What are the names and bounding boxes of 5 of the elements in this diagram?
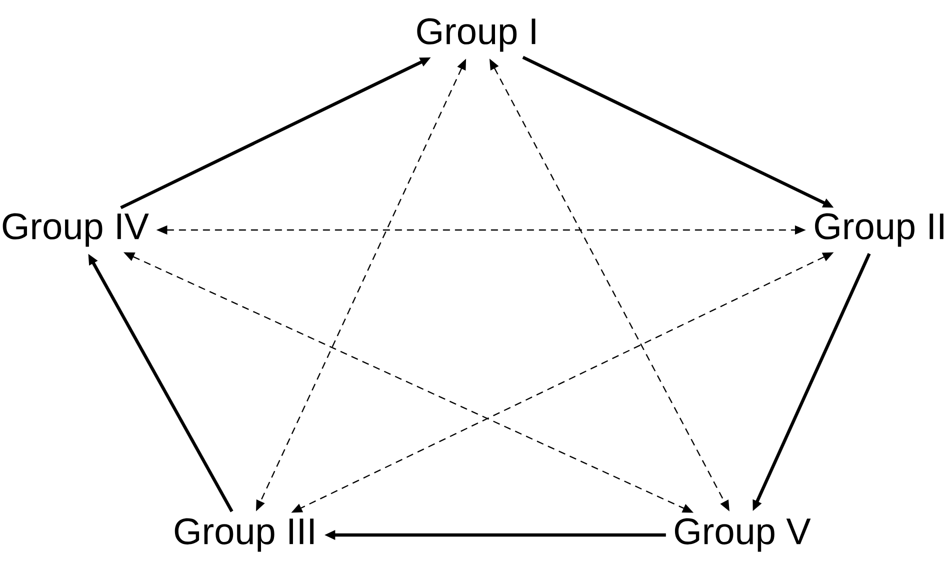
group-label: Group I	[417, 18, 536, 52]
group-label: Group V	[674, 518, 811, 552]
group-label: Group IV	[2, 213, 149, 247]
group-label: Group II	[815, 213, 944, 247]
group-label: Group III	[174, 518, 314, 552]
